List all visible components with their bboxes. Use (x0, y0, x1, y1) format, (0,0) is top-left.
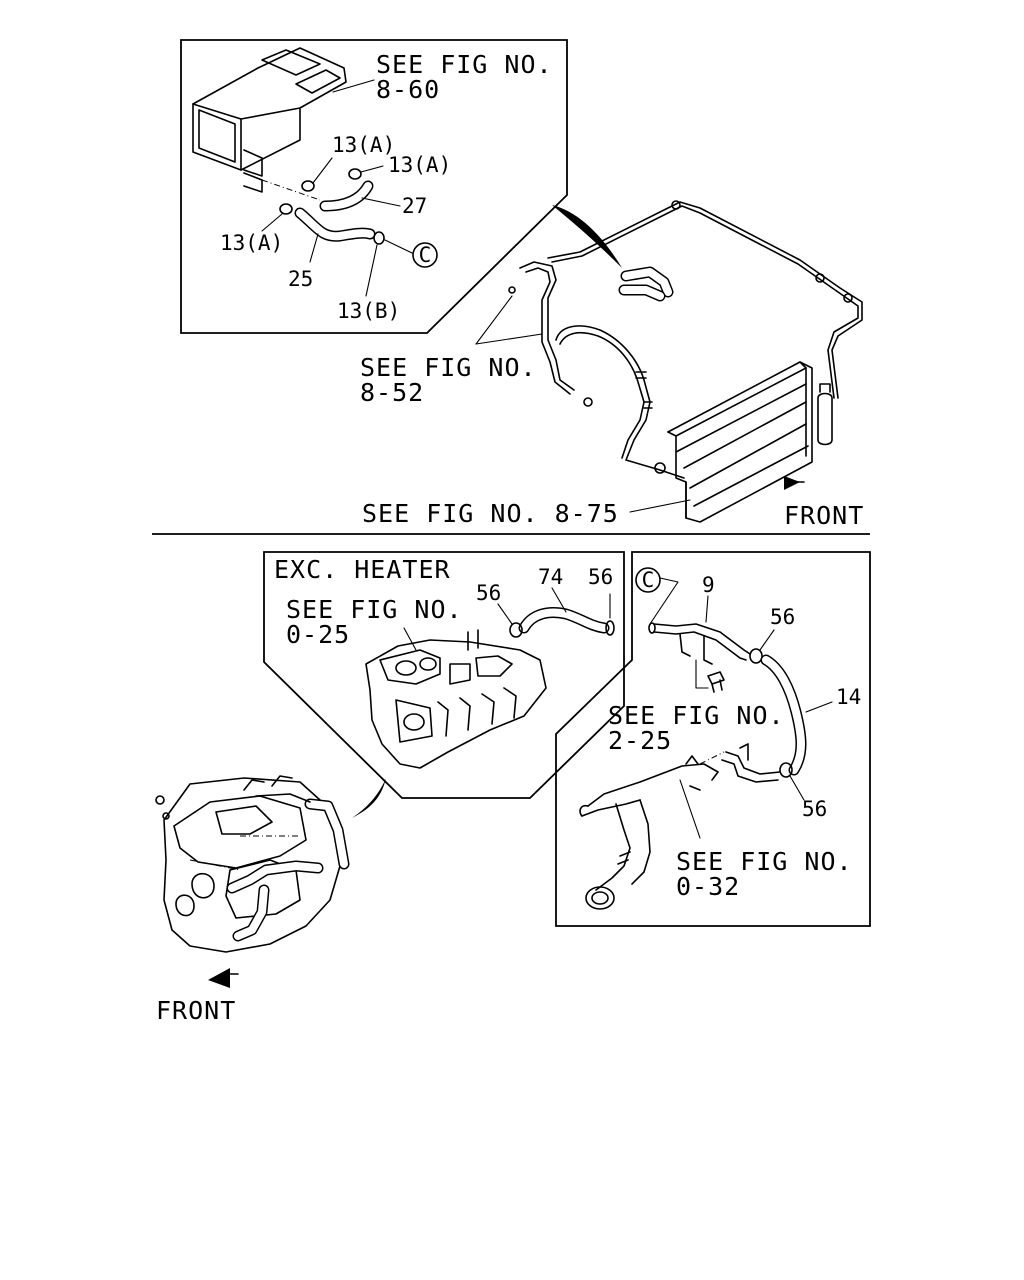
ref-fig-8-60-line2: 8-60 (376, 75, 440, 104)
clamp-13a-upper (301, 157, 333, 192)
manifold-illustration (365, 627, 547, 769)
label-9: 9 (702, 573, 715, 597)
leader-8-75 (629, 499, 691, 513)
label-56-top: 56 (770, 605, 795, 629)
ref-fig-0-32-line1: SEE FIG NO. (676, 847, 853, 876)
ref-fig-0-25-line1: SEE FIG NO. (286, 595, 463, 624)
hose-14 (760, 654, 833, 776)
label-25: 25 (288, 267, 313, 291)
label-56-right: 56 (588, 565, 613, 589)
clamp-13a-left (261, 203, 293, 232)
clamp-56-left (497, 603, 523, 638)
ref-fig-2-25-line2: 2-25 (608, 726, 672, 755)
ref-fig-8-75: SEE FIG NO. 8-75 (362, 499, 619, 528)
clamp-56-bottom (779, 762, 805, 801)
ref-fig-0-25-line2: 0-25 (286, 620, 350, 649)
hose-74 (518, 587, 615, 636)
label-27: 27 (402, 194, 427, 218)
leader-8-52 (475, 295, 543, 345)
ref-fig-8-52-line2: 8-52 (360, 378, 424, 407)
front-label-top: FRONT (784, 501, 864, 530)
ref-fig-8-52-line1: SEE FIG NO. (360, 353, 537, 382)
water-pipe-illustration (579, 743, 781, 910)
label-56-left: 56 (476, 581, 501, 605)
ref-fig-8-60-line1: SEE FIG NO. (376, 50, 553, 79)
engine-illustration (155, 775, 350, 988)
ref-fig-0-32-line2: 0-32 (676, 872, 740, 901)
hose-27 (319, 180, 401, 212)
exc-heater-title: EXC. HEATER (274, 555, 451, 584)
top-inset-panel: C SEE FIG NO. 8-60 13(A) 13(A) 27 13(A) … (180, 39, 568, 334)
connector-c-marker-top: C (384, 239, 438, 268)
bottom-left-inset-panel: EXC. HEATER SEE FIG NO. 0-25 56 74 56 (263, 551, 625, 799)
label-14: 14 (836, 685, 861, 709)
svg-text:C: C (419, 243, 432, 267)
clamp-13b (365, 231, 385, 297)
hose-25 (294, 207, 376, 263)
svg-text:C: C (642, 568, 655, 592)
clamp-13a-right (348, 165, 384, 180)
inset-pointer-bottom (352, 778, 386, 818)
canister-illustration (192, 47, 347, 193)
bottom-right-inset-panel: C (555, 551, 871, 927)
vehicle-piping-illustration (508, 200, 863, 523)
label-13b: 13(B) (337, 299, 400, 323)
front-label-bottom: FRONT (156, 996, 236, 1025)
label-13a-upper: 13(A) (332, 133, 395, 157)
label-13a-right: 13(A) (388, 153, 451, 177)
label-56-bottom: 56 (802, 797, 827, 821)
pipe-9 (648, 595, 751, 693)
connector-c-marker-bottom: C (635, 567, 679, 625)
ref-fig-2-25-line1: SEE FIG NO. (608, 701, 785, 730)
label-74: 74 (538, 565, 563, 589)
label-13a-left: 13(A) (220, 231, 283, 255)
clamp-56-top (749, 629, 775, 664)
